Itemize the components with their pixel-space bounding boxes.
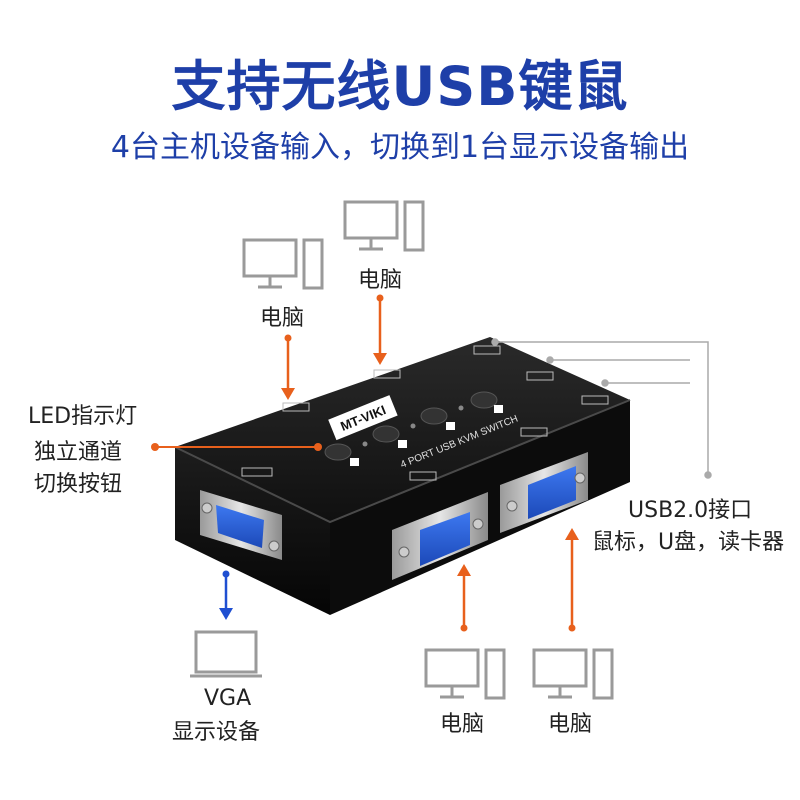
usb-label-line1: USB2.0接口 [628,498,753,523]
computer-label-3: 电脑 [440,712,485,737]
button-label-line2: 切换按钮 [34,472,123,497]
computer-icon [343,200,425,252]
vga-label-line2: 显示设备 [172,720,261,745]
computer-label-2: 电脑 [358,268,403,293]
switch-buttons [324,391,503,466]
vga-in-port-2 [500,452,588,533]
output-arrow [219,570,233,620]
button-label-line1: 独立通道 [34,440,123,465]
headline: 支持无线USB键鼠 [171,55,629,118]
input-arrows [281,294,579,632]
computer-label-4: 电脑 [548,712,593,737]
port-tags [241,345,609,481]
led-leader-line [151,443,322,451]
vga-label-line1: VGA [204,686,252,711]
computer-label-1: 电脑 [260,306,305,331]
usb-leader-lines [491,338,712,479]
subheadline: 4台主机设备输入，切换到1台显示设备输出 [110,130,690,165]
computer-icon [242,238,324,290]
computer-icon [532,648,614,700]
vga-in-port-1 [392,492,488,580]
vga-out-port [200,490,282,560]
computer-icon [424,648,506,700]
monitor-icon [190,630,262,678]
usb-label-line2: 鼠标，U盘，读卡器 [592,530,785,555]
led-label: LED指示灯 [28,404,138,429]
device-top [175,337,630,522]
